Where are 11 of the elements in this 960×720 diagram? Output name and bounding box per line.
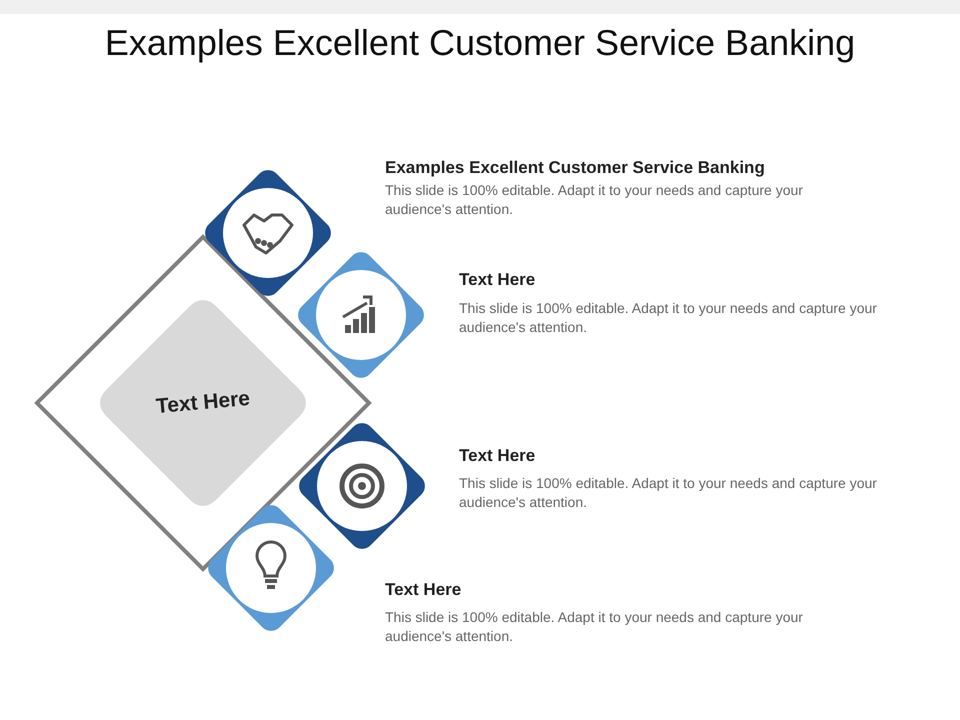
description: This slide is 100% editable. Adapt it to your needs and capture your audience's attention. [459, 474, 878, 512]
heading: Examples Excellent Customer Service Banking [385, 158, 765, 178]
heading: Text Here [385, 580, 462, 600]
rounded-diamond [98, 298, 308, 508]
description: This slide is 100% editable. Adapt it to your needs and capture your audience's attention. [459, 299, 878, 337]
heading: Text Here [459, 270, 536, 290]
description: This slide is 100% editable. Adapt it to your needs and capture your audience's attention. [385, 181, 804, 219]
title: Examples Excellent Customer Service Banking [104, 22, 856, 64]
node-label: Text Here [155, 386, 251, 420]
heading: Text Here [459, 446, 536, 466]
description: This slide is 100% editable. Adapt it to your needs and capture your audience's attention. [385, 608, 804, 646]
